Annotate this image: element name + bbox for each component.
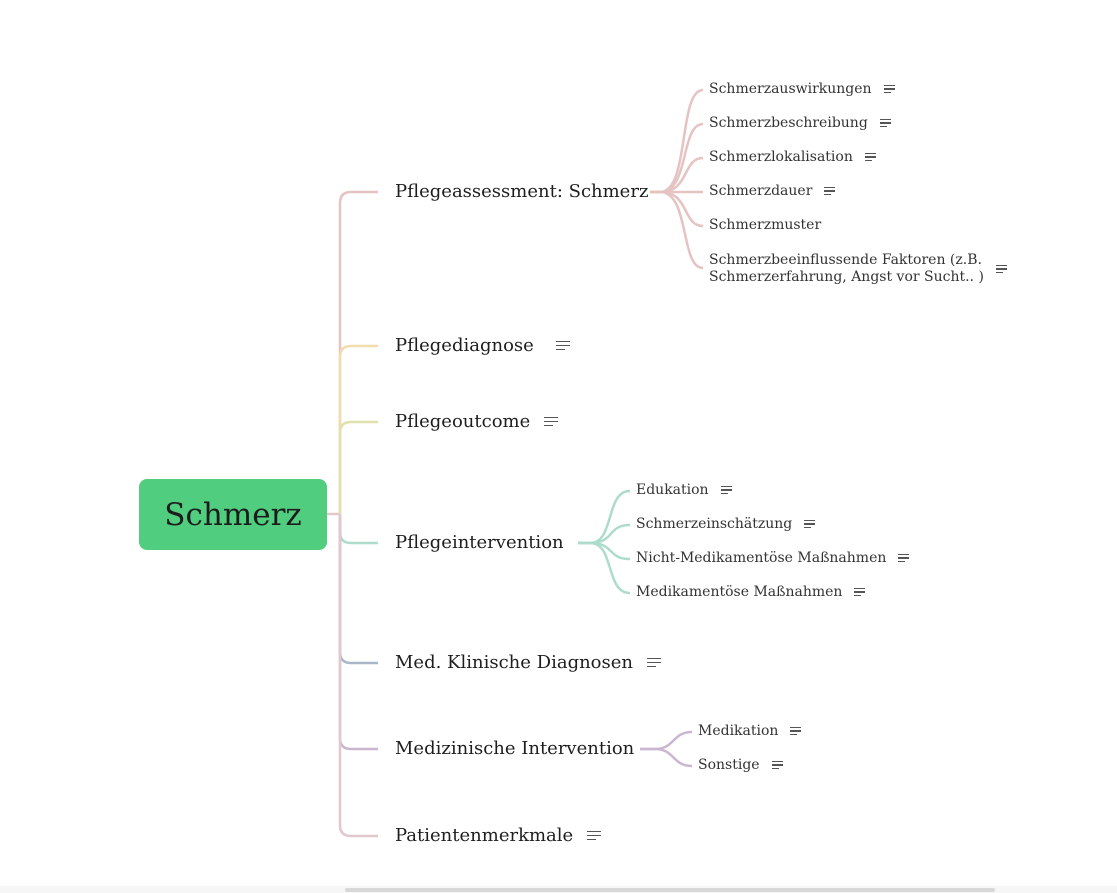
- node-pflegediagnose[interactable]: Pflegediagnose: [395, 335, 570, 356]
- node-pflegeoutcome[interactable]: Pflegeoutcome: [395, 411, 559, 432]
- note-icon[interactable]: [647, 657, 661, 668]
- node-label: Nicht-Medikamentöse Maßnahmen: [636, 550, 887, 566]
- connector-med-intervention: [338, 514, 378, 751]
- node-label: Schmerzdauer: [709, 183, 813, 199]
- node-label: Pflegeoutcome: [395, 411, 531, 432]
- node-label: Sonstige: [698, 757, 760, 773]
- note-icon[interactable]: [898, 553, 910, 563]
- horizontal-scrollbar-thumb[interactable]: [345, 888, 995, 892]
- node-medikation[interactable]: Medikation: [698, 723, 802, 739]
- note-icon[interactable]: [879, 118, 891, 128]
- note-icon[interactable]: [804, 519, 816, 529]
- node-label: Pflegeassessment: Schmerz: [395, 181, 649, 202]
- node-pflegeintervention[interactable]: Pflegeintervention: [395, 532, 564, 553]
- node-nicht-medikamentoese-massnahmen[interactable]: Nicht-Medikamentöse Maßnahmen: [636, 550, 910, 566]
- node-pflegeassessment[interactable]: Pflegeassessment: Schmerz: [395, 181, 648, 202]
- node-schmerzauswirkungen[interactable]: Schmerzauswirkungen: [709, 81, 895, 97]
- note-icon[interactable]: [883, 84, 895, 94]
- node-label: Schmerzmuster: [709, 217, 822, 233]
- node-edukation[interactable]: Edukation: [636, 482, 732, 498]
- node-label-multiline: Schmerzbeeinflussende Faktoren (z.B. Sch…: [709, 252, 984, 286]
- connector-pflegediagnose: [338, 344, 378, 514]
- node-schmerzeinschaetzung[interactable]: Schmerzeinschätzung: [636, 516, 816, 532]
- note-icon[interactable]: [587, 830, 602, 841]
- node-label: Med. Klinische Diagnosen: [395, 652, 633, 673]
- note-icon[interactable]: [864, 152, 876, 162]
- node-label-line-2: Schmerzerfahrung, Angst vor Sucht.. ): [709, 269, 984, 285]
- node-label-line-1: Schmerzbeeinflussende Faktoren (z.B.: [709, 252, 982, 268]
- connector-pflegeassessment: [338, 190, 378, 514]
- connector-pflegeintervention: [338, 514, 378, 545]
- note-icon[interactable]: [544, 416, 559, 427]
- note-icon[interactable]: [854, 587, 866, 597]
- note-icon[interactable]: [995, 264, 1007, 274]
- node-schmerzlokalisation[interactable]: Schmerzlokalisation: [709, 149, 876, 165]
- node-label: Patientenmerkmale: [395, 825, 574, 846]
- note-icon[interactable]: [824, 186, 836, 196]
- note-icon[interactable]: [555, 340, 570, 351]
- connector-pflegeoutcome: [338, 420, 378, 514]
- node-label: Schmerzauswirkungen: [709, 81, 872, 97]
- node-label: Edukation: [636, 482, 709, 498]
- node-schmerzbeschreibung[interactable]: Schmerzbeschreibung: [709, 115, 891, 131]
- node-label: Pflegeintervention: [395, 532, 564, 553]
- node-label: Medikamentöse Maßnahmen: [636, 584, 843, 600]
- node-sonstige[interactable]: Sonstige: [698, 757, 783, 773]
- node-label: Medikation: [698, 723, 779, 739]
- node-med-klinische-diagnosen[interactable]: Med. Klinische Diagnosen: [395, 652, 661, 673]
- node-medizinische-intervention[interactable]: Medizinische Intervention: [395, 738, 634, 759]
- node-label: Schmerzlokalisation: [709, 149, 853, 165]
- node-patientenmerkmale[interactable]: Patientenmerkmale: [395, 825, 602, 846]
- node-schmerzmuster[interactable]: Schmerzmuster: [709, 217, 821, 233]
- connector-med-klinische: [338, 514, 378, 665]
- connector-patientenmerkmale: [338, 514, 378, 838]
- node-label: Medizinische Intervention: [395, 738, 635, 759]
- node-label: Schmerzbeschreibung: [709, 115, 868, 131]
- node-schmerzdauer[interactable]: Schmerzdauer: [709, 183, 836, 199]
- note-icon[interactable]: [790, 726, 802, 736]
- note-icon[interactable]: [720, 485, 732, 495]
- node-label: Schmerzeinschätzung: [636, 516, 793, 532]
- note-icon[interactable]: [771, 760, 783, 770]
- node-label: Pflegediagnose: [395, 335, 534, 356]
- node-medikamentoese-massnahmen[interactable]: Medikamentöse Maßnahmen: [636, 584, 866, 600]
- node-schmerzbeeinflussende-faktoren[interactable]: Schmerzbeeinflussende Faktoren (z.B. Sch…: [709, 252, 1007, 286]
- root-node[interactable]: Schmerz: [139, 479, 327, 550]
